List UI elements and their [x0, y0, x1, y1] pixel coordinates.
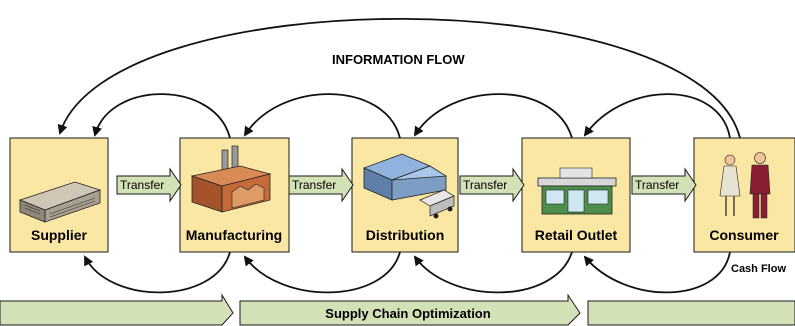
transfer-label-3: Transfer	[463, 178, 507, 192]
transfer-arrow-3: Transfer	[459, 167, 525, 203]
warehouse-building-icon	[18, 181, 102, 223]
cash-arc-retail-distribution	[413, 251, 573, 294]
stage-label-consumer: Consumer	[709, 227, 779, 243]
transfer-arrow-2: Transfer	[288, 167, 354, 203]
cash-flow-label: Cash Flow	[731, 263, 786, 275]
stage-retail-outlet: Retail Outlet	[521, 137, 631, 253]
stage-supplier: Supplier	[9, 137, 109, 253]
stage-manufacturing: Manufacturing	[179, 137, 290, 253]
cash-arc-distribution-manufacturing	[243, 251, 401, 294]
consumers-people-icon	[719, 152, 771, 219]
info-arc-retail-distribution	[413, 93, 573, 139]
stage-label-retail-outlet: Retail Outlet	[535, 227, 618, 243]
information-flow-title: INFORMATION FLOW	[332, 52, 465, 67]
band-arrow-right	[587, 300, 795, 326]
cash-arc-manufacturing-supplier	[84, 251, 231, 294]
information-flow-big-arc	[57, 18, 741, 139]
storefront-icon	[537, 167, 617, 215]
stage-label-supplier: Supplier	[31, 227, 88, 243]
stage-distribution: Distribution	[351, 137, 459, 253]
band-arrow-middle	[239, 293, 581, 326]
info-arc-manufacturing-supplier	[92, 93, 231, 139]
stage-consumer: Consumer	[693, 137, 795, 253]
transfer-label-1: Transfer	[120, 178, 164, 192]
info-arc-distribution-manufacturing	[243, 93, 401, 139]
optimization-band: Supply Chain Optimization	[0, 293, 795, 326]
transfer-arrow-4: Transfer	[631, 167, 697, 203]
info-arc-consumer-retail	[583, 93, 731, 139]
factory-icon	[190, 145, 272, 213]
band-arrow-left	[0, 293, 234, 326]
transfer-arrow-1: Transfer	[116, 167, 182, 203]
transfer-label-4: Transfer	[635, 178, 679, 192]
distribution-center-truck-icon	[362, 153, 455, 219]
stage-label-distribution: Distribution	[366, 227, 445, 243]
stage-label-manufacturing: Manufacturing	[186, 227, 282, 243]
cash-arc-consumer-retail	[583, 251, 731, 294]
transfer-label-2: Transfer	[292, 178, 336, 192]
supply-chain-optimization-label: Supply Chain Optimization	[325, 306, 490, 321]
